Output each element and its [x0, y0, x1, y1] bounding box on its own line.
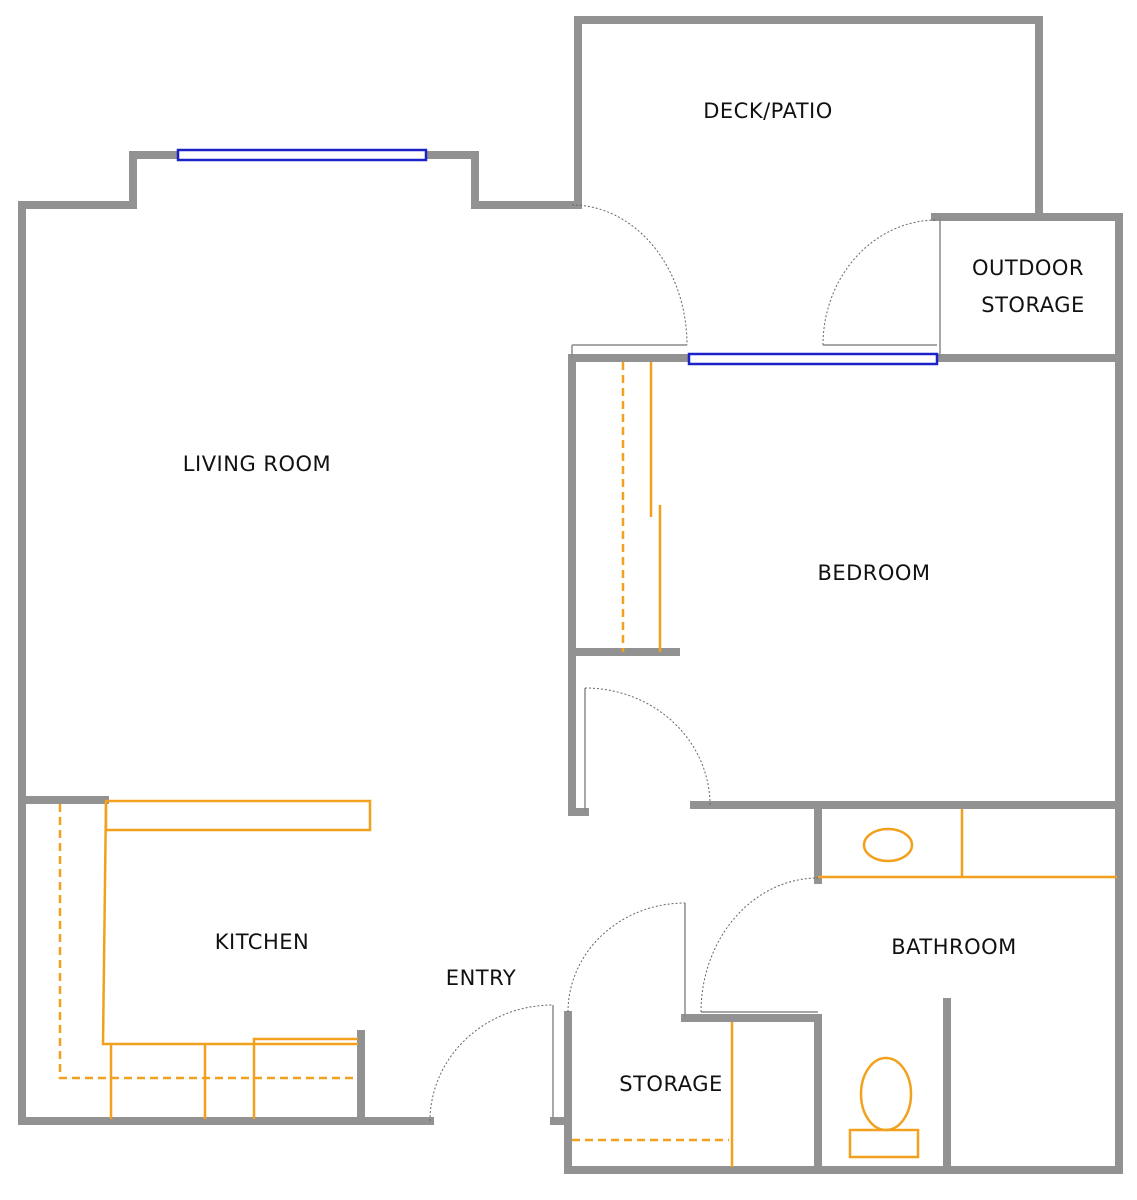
thin-edges	[552, 217, 941, 1121]
kitchen-breakfast-bar	[104, 799, 372, 832]
storage-wall	[564, 801, 1123, 1174]
windows	[176, 148, 939, 366]
outdoor-storage-wall	[931, 213, 1123, 362]
bathroom-sink	[862, 827, 914, 863]
bathroom-door-swing	[700, 877, 819, 1013]
bedroom-door-swing	[584, 687, 711, 806]
bedroom-window	[687, 352, 939, 366]
kitchen-counter	[101, 800, 358, 1046]
walls	[18, 16, 1123, 1174]
door-swings	[429, 204, 938, 1122]
kitchen-upper-cabinets	[58, 804, 358, 1080]
entry-label: ENTRY	[446, 966, 516, 990]
deck-patio-wall	[574, 16, 1043, 219]
outdoor-storage-label-line2: STORAGE	[981, 293, 1084, 317]
bathroom-storage-wall	[681, 1014, 822, 1174]
kitchen-range	[252, 1037, 358, 1119]
living-room-window	[176, 148, 428, 162]
outdoor-storage-label-line1: OUTDOOR	[972, 256, 1084, 280]
bathroom-label: BATHROOM	[891, 935, 1017, 959]
storage-label: STORAGE	[619, 1072, 722, 1096]
toilet-bowl	[859, 1056, 913, 1132]
storage-door-swing	[567, 902, 686, 1013]
entry-door-swing	[429, 1004, 554, 1122]
deck-patio-label: DECK/PATIO	[703, 99, 833, 123]
deck-door-swing	[571, 204, 688, 346]
kitchen-label: KITCHEN	[215, 930, 310, 954]
room-labels: DECK/PATIO OUTDOOR STORAGE LIVING ROOM B…	[183, 99, 1084, 1096]
fixtures	[58, 362, 1117, 1167]
outdoor-storage-door-swing	[822, 219, 938, 346]
living-room-outer-wall	[18, 151, 574, 1125]
bedroom-label: BEDROOM	[817, 561, 930, 585]
living-room-label: LIVING ROOM	[183, 452, 331, 476]
toilet-tank	[848, 1128, 920, 1159]
